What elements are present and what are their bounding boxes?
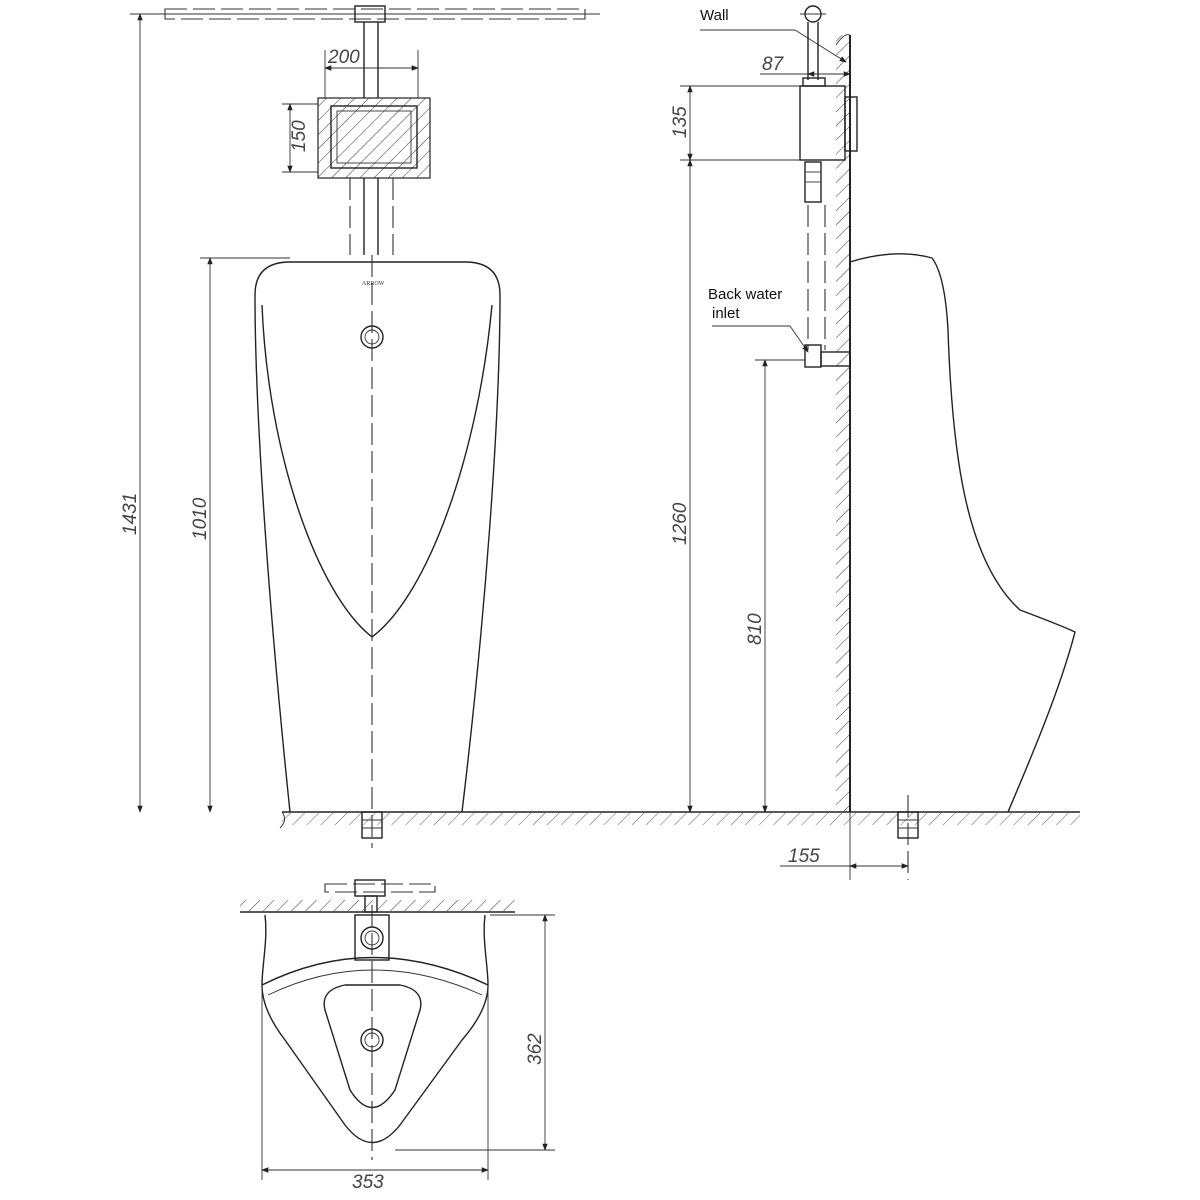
- dimension-depth: 362: [395, 914, 555, 1151]
- dim-label-362: 362: [525, 1033, 546, 1065]
- dimension-wall-offset: 87: [760, 54, 851, 77]
- back-water-inlet-label-2: inlet: [712, 305, 740, 322]
- side-view: Wall Back water inlet: [670, 5, 1076, 880]
- dim-label-87: 87: [762, 54, 785, 75]
- side-drain-fitting: [897, 795, 919, 880]
- dimension-inlet-height: 810: [745, 359, 805, 813]
- wall-label: Wall: [700, 7, 729, 24]
- top-view: 362 353: [240, 879, 555, 1193]
- dim-label-200: 200: [327, 47, 360, 68]
- front-view: 200 150 ARROW 1431: [120, 5, 600, 848]
- dim-label-810: 810: [745, 613, 766, 645]
- dim-label-1010: 1010: [190, 497, 211, 540]
- dim-label-150: 150: [289, 120, 310, 152]
- ceiling-supply-pipe: [150, 5, 600, 23]
- dim-label-155: 155: [788, 846, 820, 867]
- vertical-supply-pipe: [349, 22, 394, 255]
- dim-label-135: 135: [670, 106, 691, 138]
- brand-logo: ARROW: [362, 281, 385, 287]
- dimension-valve-side-height: 135: [670, 85, 800, 161]
- flush-valve-box: [317, 97, 431, 179]
- back-water-inlet-label-1: Back water: [708, 286, 782, 303]
- urinal-front-body: ARROW: [254, 255, 501, 848]
- floor-line: [279, 811, 1080, 829]
- dim-label-1260: 1260: [670, 502, 691, 545]
- dimension-valve-height: 150: [282, 103, 318, 173]
- urinal-top-body: [261, 905, 489, 1160]
- wall: [835, 34, 851, 812]
- dimension-overall-height: 1431: [120, 13, 165, 813]
- back-water-inlet-fitting: [804, 344, 851, 368]
- dim-label-353: 353: [352, 1172, 384, 1193]
- dimension-urinal-height: 1010: [190, 257, 290, 813]
- dimension-valve-mount-height: 1260: [670, 159, 693, 813]
- dimension-drain-offset: 155: [780, 812, 909, 880]
- urinal-side-body: [849, 253, 1076, 813]
- top-wall: [240, 900, 515, 913]
- dimension-width: 353: [261, 985, 489, 1193]
- side-flush-valve: [799, 85, 858, 350]
- dimension-valve-width: 200: [324, 47, 419, 98]
- dim-label-1431: 1431: [120, 493, 141, 535]
